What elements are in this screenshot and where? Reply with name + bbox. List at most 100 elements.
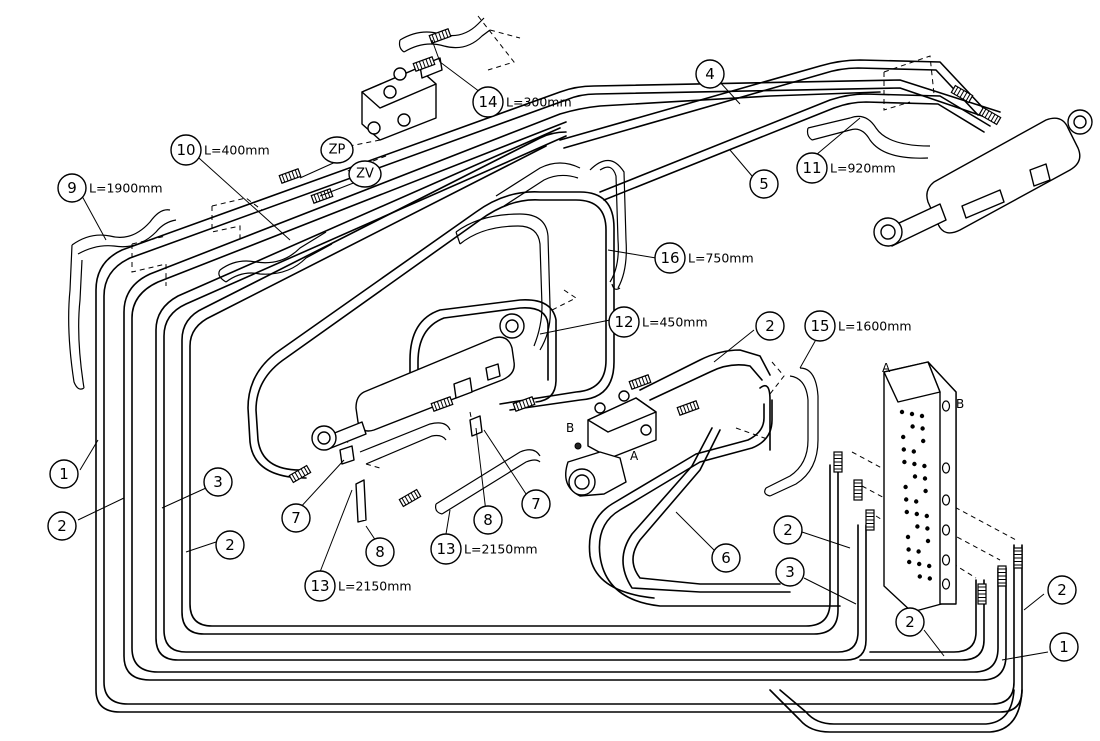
manifold-port-hole (901, 434, 906, 440)
callout-number: 4 (705, 65, 715, 83)
hose-6-inner (588, 403, 765, 599)
callout-bubble (170, 134, 202, 166)
manifold-port-hole (911, 449, 916, 454)
callout-number: 3 (213, 473, 223, 491)
hose-crimp-fitting (977, 583, 987, 605)
valve-top (587, 397, 657, 433)
small-cylinder (311, 313, 525, 523)
callout-number: 2 (225, 536, 235, 554)
directional-valve (565, 390, 657, 497)
callout-c2e: 2 (895, 607, 925, 637)
small-cylinder-eye-left-inner (317, 431, 331, 445)
zv-bubble (348, 160, 382, 188)
zp-bubble (320, 136, 354, 164)
valve-fitting-2 (618, 390, 630, 402)
hose-crimp-fitting (278, 168, 302, 184)
hose-12-loop-inner (417, 307, 549, 411)
callout-number: 7 (531, 495, 541, 513)
callout-c3b: 3 (775, 557, 805, 587)
callout-bubble (608, 306, 640, 338)
hose-5-outer (599, 93, 991, 193)
top-valve-port-1 (367, 121, 381, 135)
manifold-block (883, 361, 957, 613)
hose-crimp-fitting (865, 509, 875, 531)
callout-bubble (365, 537, 395, 567)
dash-10-box (211, 197, 263, 242)
hose-10-segment (218, 231, 333, 283)
callout-number: 2 (783, 521, 793, 539)
hose-crimp-fitting (428, 28, 452, 44)
valve-fitting-3 (640, 424, 652, 436)
callout-c2a: 2 (47, 511, 77, 541)
hose-9-segment (68, 209, 177, 390)
callout-bubble (755, 311, 785, 341)
hose-2-inner (131, 121, 999, 673)
manifold-port-hole (919, 413, 925, 419)
dash-15-box (735, 361, 785, 441)
manifold-port-hole (925, 538, 931, 544)
hose-crimp-fitting (978, 106, 1002, 126)
manifold-port-hole (915, 524, 920, 529)
callout-number: 1 (1059, 638, 1069, 656)
callout-number: 16 (660, 249, 679, 267)
callout-length: L=1900mm (89, 181, 163, 196)
manifold-port-hole (916, 549, 921, 554)
callout-bubble (1049, 632, 1079, 662)
callout-number: 11 (802, 159, 821, 177)
manifold-side-port (941, 494, 951, 506)
hose-end-fittings (278, 28, 1023, 605)
callout-bubble (203, 467, 233, 497)
small-cylinder-barrel (355, 336, 515, 432)
large-cylinder-eye-inner (880, 224, 896, 240)
manifold-port-hole (922, 476, 928, 481)
hose-crimp-fitting (676, 400, 700, 416)
hose-a-to-valve (639, 349, 771, 391)
manifold-port-hole (907, 559, 912, 565)
leader-lines (77, 39, 1049, 661)
callout-length: L=450mm (642, 315, 708, 330)
callout-c5: 5 (749, 169, 779, 199)
callout-c6: 6 (711, 543, 741, 573)
manifold-port-hole (922, 463, 927, 469)
hose-routes (95, 59, 1023, 733)
port-letters: A B A B (566, 361, 964, 463)
callout-c2f: 2 (1047, 575, 1077, 605)
hose-1b-inner (779, 689, 1015, 725)
callout-number: 2 (57, 517, 67, 535)
callout-number: 15 (810, 317, 829, 335)
callout-number: 3 (785, 563, 795, 581)
hose-crimp-fitting (310, 188, 334, 204)
top-valve-port-2 (397, 113, 411, 127)
hose-6-outer (598, 399, 841, 607)
hose-crimp-fitting (853, 479, 863, 501)
manifold-port-hole (917, 561, 922, 567)
hose-4-inner (563, 67, 979, 149)
callout-c2c: 2 (755, 311, 785, 341)
callout-bubble (57, 173, 87, 203)
callout-c1b: 1 (1049, 632, 1079, 662)
hose-1b-outer (769, 689, 1023, 733)
top-valve-block (361, 57, 443, 141)
callout-number: 9 (67, 179, 77, 197)
short-hoses (68, 17, 931, 515)
hose-crimp-fitting (1013, 547, 1023, 569)
top-valve-port-3 (393, 67, 407, 81)
hose-2b-outer (181, 131, 839, 635)
callout-c3a: 3 (203, 467, 233, 497)
manifold-port-hole (905, 534, 911, 540)
manifold-port-hole (927, 563, 932, 569)
callout-length: L=2150mm (338, 579, 412, 594)
zp-label: ZP (329, 143, 346, 158)
manifold-side-port (941, 400, 951, 412)
hose-4-outer (559, 59, 986, 141)
valve-letter-b: B (566, 421, 574, 435)
manifold-port-hole (904, 509, 909, 515)
manifold-port-hole (904, 497, 909, 502)
hose-2-outer (123, 91, 1007, 681)
callout-bubble (775, 557, 805, 587)
callout-bubble (749, 169, 779, 199)
callout-length: L=400mm (204, 143, 270, 158)
